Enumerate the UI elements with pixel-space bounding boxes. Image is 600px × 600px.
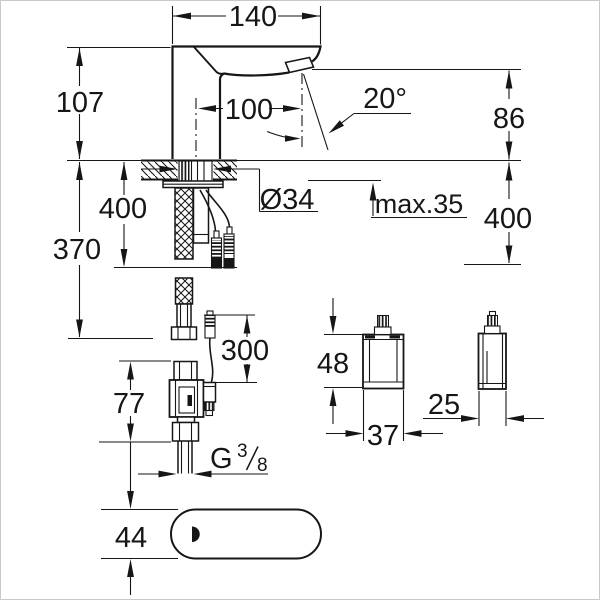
- dim-plug-cable-300: 300: [204, 314, 269, 384]
- valve-cable-port: [202, 381, 217, 403]
- water-stream-line: [302, 73, 329, 151]
- dim-label-37: 37: [367, 420, 399, 452]
- thread-letter: G: [210, 443, 233, 475]
- dim-400-right: 400: [464, 162, 532, 266]
- sensor-window-mark: [192, 526, 200, 542]
- valve-outlet-nut: [171, 421, 200, 442]
- dim-width-140: 140: [171, 1, 322, 45]
- dim-label-370: 370: [53, 234, 101, 266]
- dim-height-107: 107: [56, 46, 171, 159]
- mounting-deck: [67, 159, 521, 189]
- dim-label-300: 300: [221, 335, 269, 367]
- dim-label-48: 48: [317, 348, 349, 380]
- mounting-shank: [162, 160, 224, 189]
- dim-label-400-left: 400: [99, 193, 147, 225]
- dim-hole-diameter: Ø34: [141, 165, 318, 216]
- dim-label-20deg: 20°: [363, 83, 407, 115]
- cover-plate-view: [170, 508, 322, 560]
- dim-box-25: 25: [423, 389, 544, 426]
- dim-label-dia34: Ø34: [260, 184, 315, 216]
- dim-label-77: 77: [113, 388, 145, 420]
- dim-label-44: 44: [115, 522, 147, 554]
- dim-angle-20: 20°: [266, 83, 411, 142]
- dim-hose-400-left: 400: [99, 162, 237, 269]
- dim-max-deck-thickness: max.35: [308, 179, 467, 219]
- dim-projection-100: 100: [198, 94, 301, 126]
- control-box-front-view: [362, 315, 405, 390]
- dim-thread-g38: G 3 8: [138, 441, 268, 478]
- solenoid-valve: [168, 360, 217, 474]
- thread-numerator: 3: [237, 441, 248, 462]
- dim-label-max35: max.35: [375, 189, 464, 219]
- dim-label-86: 86: [493, 103, 525, 135]
- hose-swivel-nut: [170, 326, 198, 341]
- dim-box-37: 37: [326, 390, 443, 452]
- sensor-cables-and-plugs: [199, 189, 235, 383]
- dim-label-25: 25: [428, 389, 460, 421]
- faucet-side-view: [171, 45, 329, 187]
- dim-label-107: 107: [56, 87, 104, 119]
- dim-outlet-height-86: 86: [312, 68, 525, 160]
- dim-label-100: 100: [225, 94, 273, 126]
- dim-plate-44: 44: [101, 442, 178, 595]
- dim-box-48: 48: [317, 298, 363, 424]
- thread-denominator: 8: [257, 455, 268, 476]
- connection-pipe: [180, 441, 190, 474]
- dim-label-400-right: 400: [484, 203, 532, 235]
- supply-hose: [170, 187, 210, 341]
- dim-cable-370: 370: [53, 162, 153, 340]
- control-box-side-view: [477, 310, 507, 390]
- dim-label-140: 140: [229, 1, 277, 33]
- dim-valve-77: 77: [99, 360, 171, 443]
